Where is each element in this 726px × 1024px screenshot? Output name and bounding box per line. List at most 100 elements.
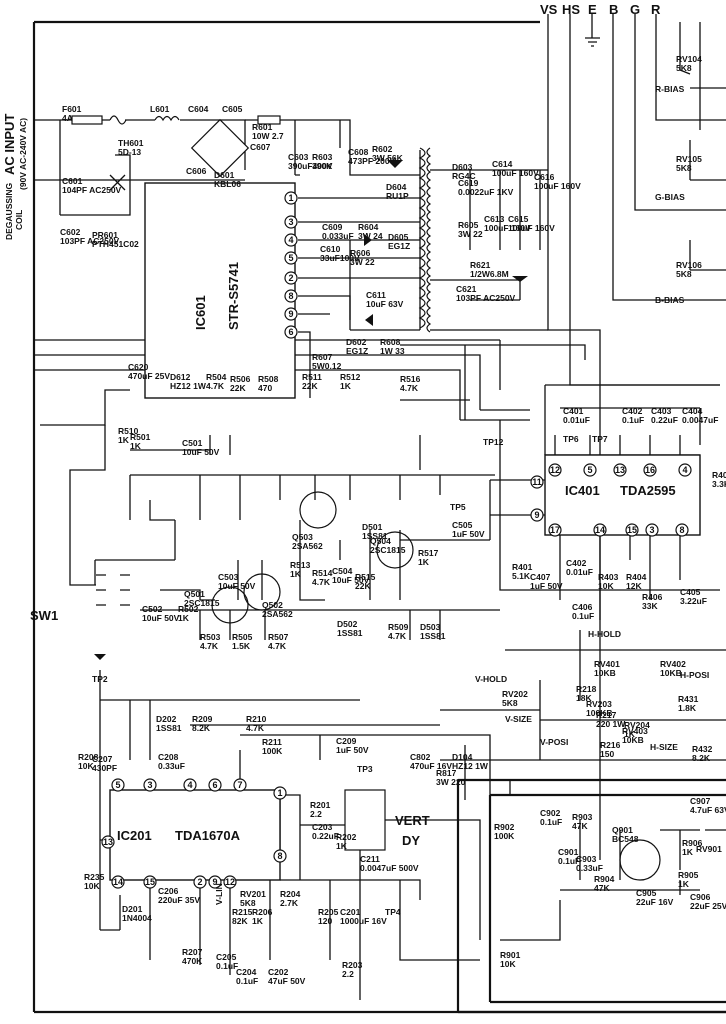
component-ref: R215 xyxy=(232,907,253,917)
signal-v-lin: V-LIN xyxy=(214,883,224,905)
ic-pin-number: 5 xyxy=(115,780,120,790)
component-ref: C619 xyxy=(458,178,479,188)
component-ref: C602 xyxy=(60,227,81,237)
component-value: 0.1uF xyxy=(540,817,562,827)
component-ref: R517 xyxy=(418,548,439,558)
component-ref: R403 xyxy=(598,572,619,582)
component-value: 100K xyxy=(494,831,515,841)
component-value: 5W0.12 xyxy=(312,361,342,371)
ic-pin-number: 3 xyxy=(649,525,654,535)
component-ref: R201 xyxy=(310,800,331,810)
signal-v-size: V-SIZE xyxy=(505,714,532,724)
ic-pin-number: 12 xyxy=(225,877,235,887)
ic-pin: 13 xyxy=(613,463,627,477)
ic601-part: STR-S5741 xyxy=(226,262,241,330)
component-ref: R508 xyxy=(258,374,279,384)
ic201-body xyxy=(109,789,281,881)
component-ref: R211 xyxy=(262,737,282,747)
component-ref: R601 xyxy=(252,122,273,132)
component-ref: C607 xyxy=(250,142,271,152)
ic-pin-number: 13 xyxy=(615,465,625,475)
tp6-label: TP6 xyxy=(563,434,579,444)
component-value: 4.7K xyxy=(246,723,265,733)
ic-pin: 3 xyxy=(143,778,157,792)
component-value: 47uF 50V xyxy=(268,976,306,986)
component-ref: C405 xyxy=(680,587,701,597)
ic-pin-number: 2 xyxy=(288,273,293,283)
component-value: 0.1uF xyxy=(558,856,580,866)
component-value: 2.2 xyxy=(342,969,354,979)
component-ref: RV106 xyxy=(676,260,702,270)
component-value: 0.1uF xyxy=(216,961,238,971)
component-value: 4.7K xyxy=(400,383,419,393)
component-value: 4.7K xyxy=(200,641,219,651)
ic-pin: 12 xyxy=(548,463,562,477)
component-ref: R817 xyxy=(436,768,457,778)
component-ref: R204 xyxy=(280,889,301,899)
component-ref: Q504 xyxy=(370,536,391,546)
component-value: 1uF 50V xyxy=(336,745,369,755)
component-value: 3.22uF xyxy=(680,596,707,606)
component-ref: R608 xyxy=(380,337,401,347)
component-ref: R512 xyxy=(340,372,361,382)
component-value: 22K xyxy=(302,381,318,391)
component-ref: C614 xyxy=(492,159,513,169)
component-ref: D104 xyxy=(452,752,473,762)
component-value: 10K xyxy=(78,761,94,771)
component-ref: D601 xyxy=(214,170,235,180)
component-ref: R506 xyxy=(230,374,251,384)
component-value: 103PF AC250V xyxy=(60,236,120,246)
component-ref: R209 xyxy=(192,714,213,724)
ic-pin: 8 xyxy=(675,523,689,537)
component-value: 220uF 35V xyxy=(158,895,200,905)
component-value: 10uF 50V xyxy=(218,581,256,591)
degauss-label-2: COIL xyxy=(14,210,24,230)
component-value: 2.2 xyxy=(310,809,322,819)
component-ref: C503 xyxy=(218,572,239,582)
component-label: R4093.3K xyxy=(712,470,726,489)
component-value: 8.2K xyxy=(192,723,211,733)
component-value: 4.7K xyxy=(268,641,287,651)
component-value: 82K xyxy=(232,916,248,926)
component-value: 4A xyxy=(62,113,73,123)
component-ref: R206 xyxy=(252,907,273,917)
component-value: 0.1uF xyxy=(236,976,258,986)
component-label: C606 xyxy=(186,166,207,176)
component-ref: PR601 xyxy=(92,230,118,240)
component-ref: R515 xyxy=(355,572,376,582)
component-value: 3W 22 xyxy=(350,257,375,267)
component-ref: R401 xyxy=(512,562,533,572)
component-ref: D502 xyxy=(337,619,358,629)
signal-h-hold: H-HOLD xyxy=(588,629,621,639)
component-ref: C204 xyxy=(236,967,257,977)
component-ref: C605 xyxy=(222,104,243,114)
component-value: 10K xyxy=(500,959,516,969)
component-value: 1SS81 xyxy=(362,531,388,541)
component-ref: C407 xyxy=(530,572,551,582)
component-value: 2SC1815 xyxy=(184,598,220,608)
component-value: 2SA562 xyxy=(292,541,323,551)
component-ref: C403 xyxy=(651,406,672,416)
